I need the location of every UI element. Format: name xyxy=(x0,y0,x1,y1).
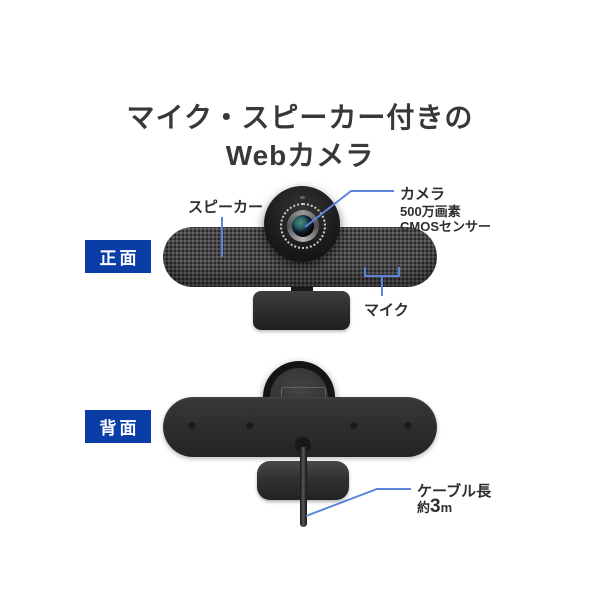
page-title: マイク・スピーカー付きの Webカメラ xyxy=(0,99,600,175)
title-line-1: マイク・スピーカー付きの xyxy=(126,102,474,133)
screw-dot xyxy=(246,422,254,430)
camera-lens xyxy=(292,215,314,237)
screw-dot xyxy=(404,422,412,430)
front-mount-clip xyxy=(253,291,350,330)
camera-label: カメラ xyxy=(400,186,446,203)
camera-spec-sensor: CMOSセンサー xyxy=(400,219,492,234)
cable-length-label: ケーブル長 xyxy=(417,483,492,500)
cable-unit: m xyxy=(440,500,453,515)
title-line-2: Webカメラ xyxy=(225,140,375,171)
cable-approx: 約 xyxy=(417,500,431,515)
speaker-label: スピーカー xyxy=(188,199,264,216)
led-indicator xyxy=(300,196,305,199)
cable-value: 3 xyxy=(430,496,441,517)
mic-label: マイク xyxy=(364,302,409,319)
usb-cable xyxy=(300,447,307,527)
camera-spec-megapixels: 500万画素 xyxy=(400,204,461,219)
cable-length-value: 約3m xyxy=(417,497,452,516)
back-view-badge: 背面 xyxy=(85,410,151,443)
cable-connector xyxy=(295,437,311,453)
screw-dot xyxy=(350,422,358,430)
front-view-badge: 正面 xyxy=(85,240,151,273)
screw-dot xyxy=(188,422,196,430)
